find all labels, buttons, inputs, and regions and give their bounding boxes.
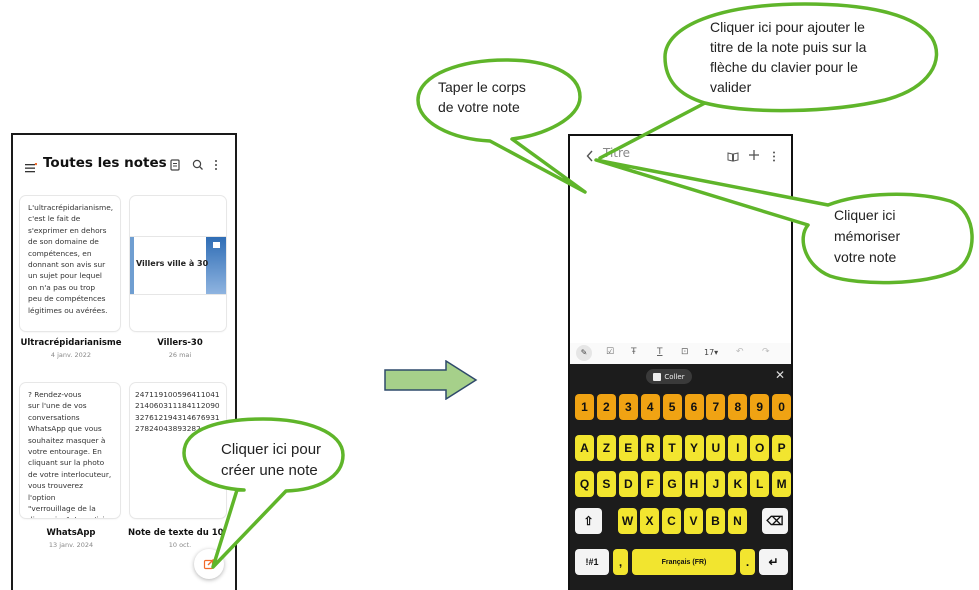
title-input[interactable]: Titre	[603, 146, 631, 160]
callout-add-title-text: Cliquer ici pour ajouter le titre de la …	[710, 19, 867, 95]
key-1[interactable]: 1	[575, 394, 594, 420]
key-z[interactable]: Z	[596, 435, 616, 461]
key-n[interactable]: N	[728, 508, 747, 534]
note-date: 10 oct.	[168, 541, 192, 549]
menu-icon[interactable]	[25, 158, 38, 173]
more-options-icon[interactable]	[772, 147, 776, 166]
clipboard-chip[interactable]: Coller	[646, 369, 692, 384]
key-4[interactable]: 4	[640, 394, 660, 420]
key-g[interactable]: G	[662, 471, 682, 497]
key-2[interactable]: 2	[596, 394, 616, 420]
symbols-key[interactable]: !#1	[575, 549, 609, 575]
backspace-key[interactable]: ⌫	[762, 508, 788, 534]
note-date: 4 janv. 2022	[50, 351, 92, 359]
key-e[interactable]: E	[618, 435, 638, 461]
key-d[interactable]: D	[618, 471, 638, 497]
add-icon[interactable]	[748, 146, 760, 165]
period-key[interactable]: .	[740, 549, 755, 575]
book-icon[interactable]	[727, 147, 739, 166]
notes-list-screen: Toutes les notes L'ultracrépidarianisme,…	[11, 133, 237, 590]
key-v[interactable]: V	[684, 508, 703, 534]
key-h[interactable]: H	[684, 471, 704, 497]
key-0[interactable]: 0	[772, 394, 791, 420]
pdf-icon[interactable]	[170, 156, 181, 175]
key-a[interactable]: A	[575, 435, 594, 461]
note-card-text-10-10[interactable]: 247119100596411041 214060311184112090 32…	[130, 383, 226, 518]
more-options-icon[interactable]	[214, 156, 218, 175]
callout-body-text-text: Taper le corps de votre note	[438, 79, 526, 115]
key-o[interactable]: O	[750, 435, 770, 461]
key-u[interactable]: U	[706, 435, 726, 461]
key-3[interactable]: 3	[618, 394, 638, 420]
key-b[interactable]: B	[706, 508, 725, 534]
key-6[interactable]: 6	[684, 394, 704, 420]
key-9[interactable]: 9	[750, 394, 770, 420]
note-date: 26 mai	[168, 351, 192, 359]
space-key[interactable]: Français (FR)	[632, 549, 736, 575]
note-preview: L'ultracrépidarianisme, c'est le fait de…	[28, 203, 114, 315]
note-card-ultracrepidarianisme[interactable]: L'ultracrépidarianisme, c'est le fait de…	[20, 196, 120, 331]
note-title: WhatsApp	[46, 528, 96, 538]
font-size-select[interactable]: 17▾	[704, 348, 719, 357]
key-c[interactable]: C	[662, 508, 681, 534]
clipboard-label: Coller	[664, 372, 685, 381]
clipboard-icon	[653, 372, 662, 381]
key-f[interactable]: F	[640, 471, 660, 497]
close-icon[interactable]: ✕	[775, 368, 786, 382]
key-r[interactable]: R	[640, 435, 660, 461]
key-k[interactable]: K	[728, 471, 748, 497]
checkbox-icon[interactable]: ☑	[606, 347, 615, 357]
key-m[interactable]: M	[772, 471, 791, 497]
page-title: Toutes les notes	[43, 155, 167, 171]
underline-icon[interactable]: T	[657, 347, 663, 357]
back-icon[interactable]	[586, 147, 594, 166]
key-x[interactable]: X	[640, 508, 659, 534]
note-card-whatsapp[interactable]: ? Rendez-vous sur l'une de vos conversat…	[20, 383, 120, 518]
key-q[interactable]: Q	[575, 471, 594, 497]
callout-save-note-text: Cliquer ici mémoriser votre note	[834, 207, 901, 265]
slide-thumbnail: Villers ville à 30	[130, 236, 226, 295]
callout-create-note	[182, 417, 345, 569]
callout-save-note	[594, 158, 974, 285]
text-style-icon[interactable]: Ŧ	[631, 347, 637, 357]
note-card-villers-30[interactable]: Villers ville à 30	[130, 196, 226, 331]
format-toolbar: ✎ ☑ Ŧ T ⊡ 17▾ ↶ ↷	[570, 343, 791, 364]
note-title: Ultracrépidarianisme	[20, 338, 122, 348]
note-date: 13 janv. 2024	[48, 541, 94, 549]
key-7[interactable]: 7	[706, 394, 726, 420]
callout-body-text	[416, 58, 587, 194]
key-y[interactable]: Y	[684, 435, 704, 461]
key-t[interactable]: T	[662, 435, 682, 461]
slide-title: Villers ville à 30	[136, 259, 209, 268]
shift-key[interactable]: ⇧	[575, 508, 602, 534]
note-title: Note de texte du 10/10	[128, 528, 237, 538]
redo-icon[interactable]: ↷	[762, 347, 770, 357]
note-title: Villers-30	[157, 338, 203, 348]
enter-key[interactable]: ↵	[759, 549, 788, 575]
note-preview: ? Rendez-vous sur l'une de vos conversat…	[28, 390, 112, 518]
right-arrow-icon	[384, 360, 478, 400]
key-l[interactable]: L	[750, 471, 770, 497]
key-8[interactable]: 8	[728, 394, 748, 420]
key-j[interactable]: J	[706, 471, 726, 497]
key-5[interactable]: 5	[662, 394, 682, 420]
pen-icon[interactable]: ✎	[576, 345, 592, 361]
key-p[interactable]: P	[772, 435, 791, 461]
callout-add-title	[598, 2, 939, 160]
insert-icon[interactable]: ⊡	[681, 347, 689, 357]
comma-key[interactable]: ,	[613, 549, 628, 575]
undo-icon[interactable]: ↶	[736, 347, 744, 357]
key-i[interactable]: I	[728, 435, 748, 461]
search-icon[interactable]	[192, 156, 204, 175]
key-w[interactable]: W	[618, 508, 637, 534]
key-s[interactable]: S	[596, 471, 616, 497]
note-preview: 247119100596411041 214060311184112090 32…	[135, 390, 220, 434]
callout-create-note-text: Cliquer ici pour créer une note	[221, 441, 322, 479]
